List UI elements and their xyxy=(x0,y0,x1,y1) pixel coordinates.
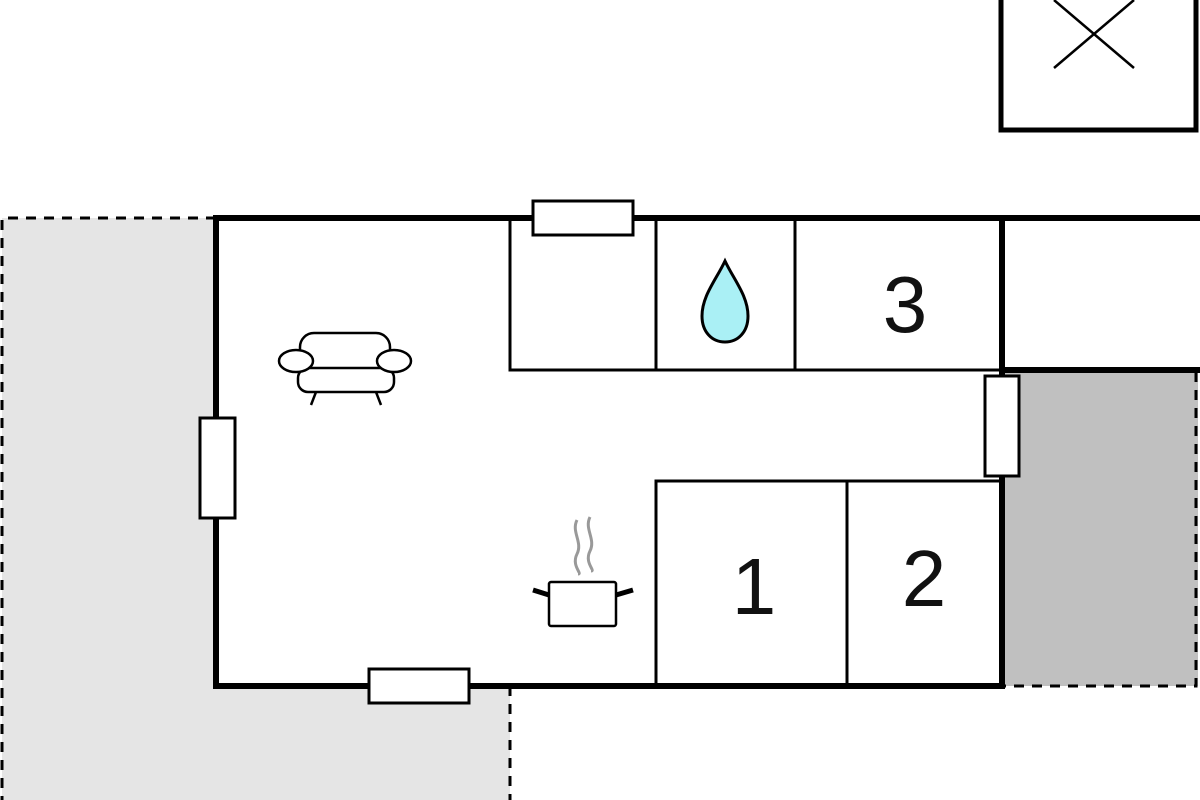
annex-area xyxy=(1002,370,1198,688)
interior-walls xyxy=(508,221,1004,686)
room-label-1: 1 xyxy=(732,542,777,631)
window-bottom xyxy=(367,667,471,705)
door-right xyxy=(983,374,1021,478)
water-drop-icon xyxy=(700,257,750,344)
cooking-pot-icon xyxy=(532,516,634,628)
room-label-3: 3 xyxy=(883,260,928,349)
outside-box xyxy=(998,0,1199,133)
window-top xyxy=(531,199,635,237)
sofa-icon xyxy=(277,331,413,406)
room-label-2: 2 xyxy=(902,534,947,623)
terrace-area xyxy=(0,216,512,800)
window-left xyxy=(198,416,237,520)
windows xyxy=(198,199,1021,705)
